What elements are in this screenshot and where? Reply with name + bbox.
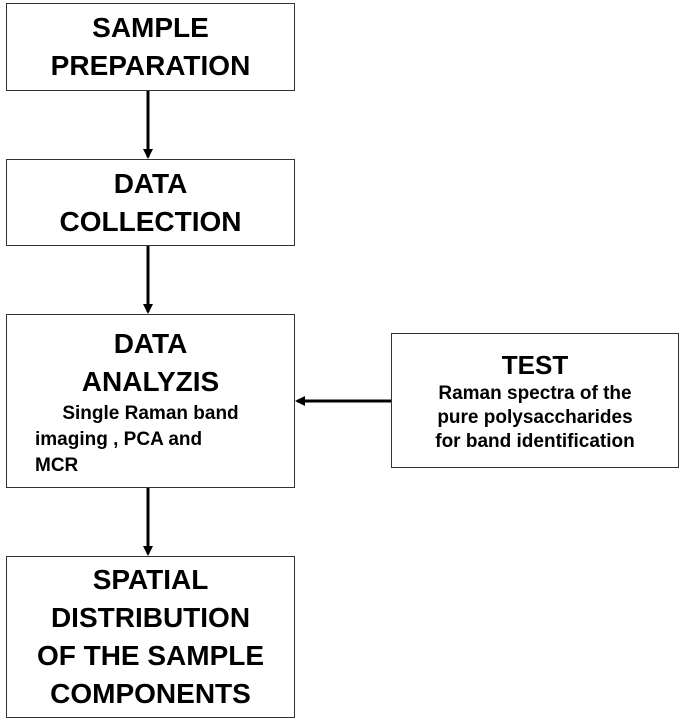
spatial-distribution-line-2: DISTRIBUTION [50, 602, 251, 633]
data-collection-box: DATA COLLECTION [6, 159, 295, 246]
spatial-distribution-box: SPATIAL DISTRIBUTION OF THE SAMPLE COMPO… [6, 556, 295, 718]
test-detail-line-1: Raman spectra of the [438, 382, 632, 404]
data-analysis-title-line-2: ANALYZIS [81, 366, 220, 397]
spatial-distribution-line-4: COMPONENTS [50, 678, 251, 709]
sample-preparation-box: SAMPLE PREPARATION [6, 3, 295, 91]
spatial-distribution-line-3: OF THE SAMPLE [36, 640, 265, 671]
spatial-distribution-line-1: SPATIAL [92, 564, 209, 595]
data-analysis-box: DATA ANALYZIS Single Raman band imaging … [6, 314, 295, 488]
test-box: TEST Raman spectra of the pure polysacch… [391, 333, 679, 468]
data-analysis-title-line-1: DATA [113, 328, 188, 359]
data-collection-line-2: COLLECTION [59, 205, 242, 237]
test-detail-line-3: for band identification [435, 430, 635, 452]
data-analysis-detail-line-3: MCR [35, 455, 79, 476]
test-title: TEST [501, 349, 569, 380]
test-detail-line-2: pure polysaccharides [437, 406, 633, 428]
data-collection-line-1: DATA [113, 167, 188, 199]
sample-preparation-line-1: SAMPLE [92, 12, 209, 43]
sample-preparation-line-2: PREPARATION [50, 50, 251, 81]
data-analysis-detail-line-1: Single Raman band [62, 403, 239, 424]
data-analysis-detail-line-2: imaging , PCA and [35, 429, 203, 450]
